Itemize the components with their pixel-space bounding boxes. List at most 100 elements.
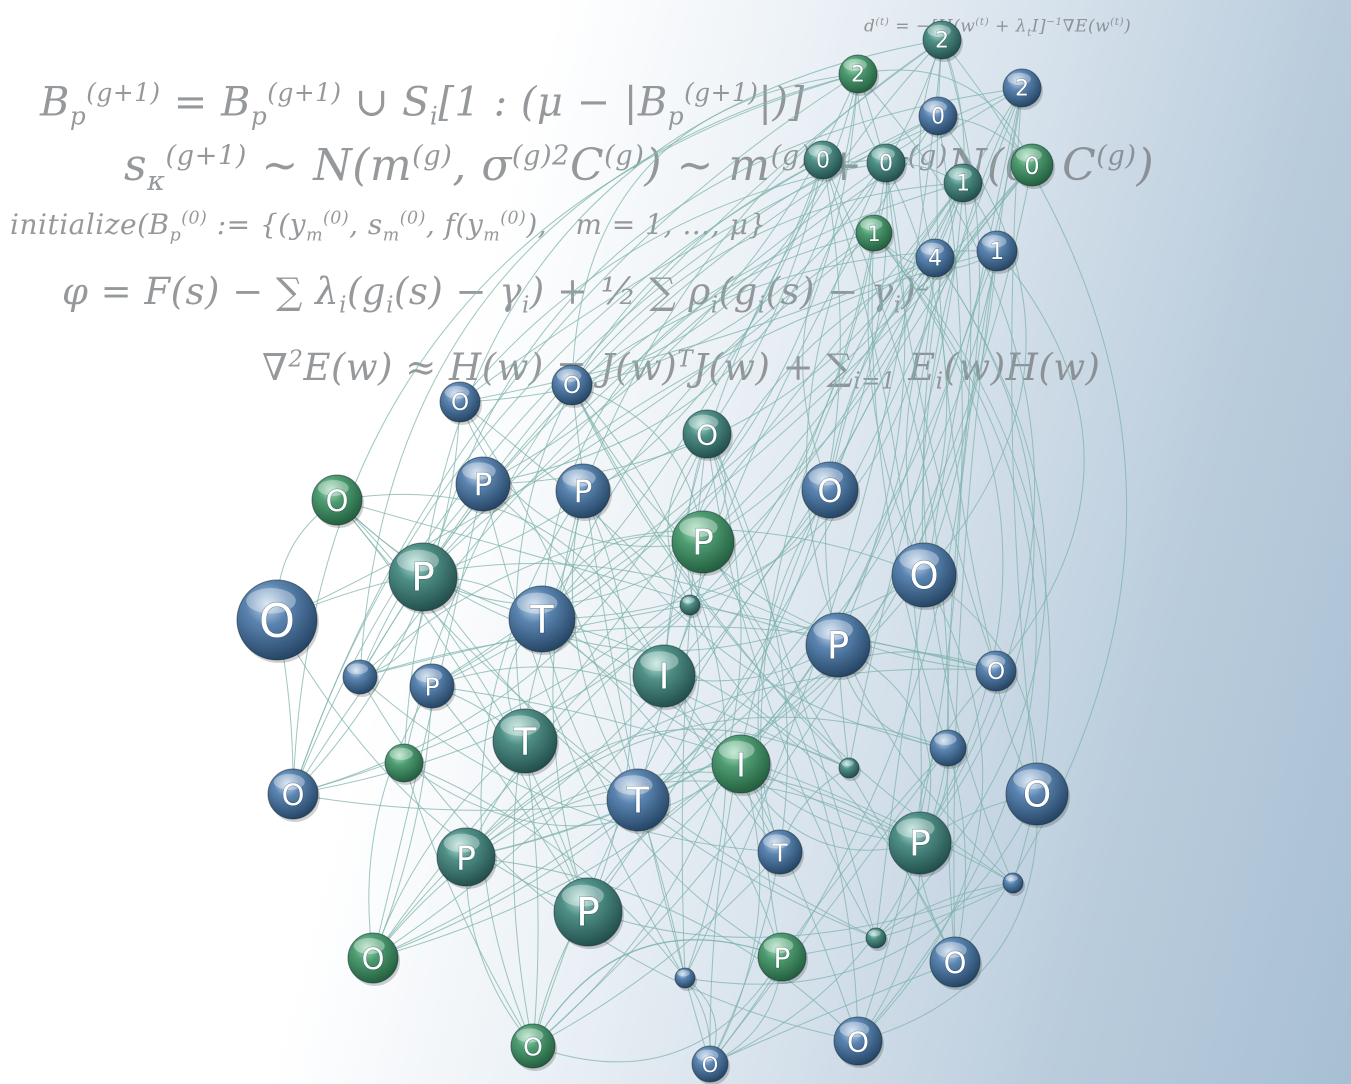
node-label: I [736,746,746,785]
node-label: 2 [1015,77,1029,102]
network-edge [541,232,875,620]
network-edge [465,771,921,858]
network-node: P [555,463,612,521]
network-node [865,927,888,951]
network-edge [663,257,936,677]
network-edge [372,257,936,959]
network-node: O [551,364,594,408]
node-label: O [1023,775,1051,816]
network-node: 1 [855,214,894,254]
node-label: 1 [867,222,880,246]
network-edge [709,961,956,1065]
node-label: O [847,1026,869,1059]
network-node: I [632,644,697,710]
network-edge [532,939,783,1047]
network-edge [541,257,936,620]
network-edge [875,882,1014,939]
network-node: O [267,768,320,822]
network-edge [946,250,998,963]
network-edge [953,87,1023,963]
network-node: O [801,461,860,521]
node-label: P [909,824,931,865]
network-edge [359,73,859,678]
network-edge [667,433,708,606]
network-edges [276,39,1128,1065]
network-edge [875,257,1047,939]
node-label: 0 [1024,152,1039,180]
network-node [1002,872,1025,896]
network-node: 2 [1002,68,1043,110]
node-label: T [771,839,788,868]
network-node: P [553,877,624,949]
network-edge [709,763,761,1065]
network-edge [848,250,998,769]
network-edge [702,182,964,543]
network-edge [372,159,841,959]
network-node: 1 [943,163,984,205]
network-edge [336,499,589,913]
network-edge [857,73,1036,844]
network-edge [702,541,859,1042]
node-label: P [411,556,435,601]
network-node: O [236,579,319,663]
node-label: O [282,778,305,812]
network-edge [947,747,966,963]
network-edge [757,489,831,853]
network-edge [465,716,949,858]
network-edge [431,666,742,765]
network-edge [686,433,850,769]
network-edge [532,851,781,1047]
node-label: I [659,657,670,698]
network-edge [403,762,534,1047]
network-edge [781,882,1014,958]
network-edge [923,39,981,576]
network-edge [276,232,875,621]
node-label: 4 [928,247,942,272]
network-node: P [888,811,953,877]
node-label: O [259,594,295,648]
network-edge [422,39,943,578]
network-node [838,757,861,781]
network-node: O [347,932,400,986]
network-edge [482,483,686,979]
network-edge [709,164,1033,1065]
network-edge [422,159,824,578]
network-edge [292,793,639,811]
network-node: 4 [915,238,956,280]
network-node: 0 [803,140,844,182]
network-edge [867,232,925,576]
network-edge [403,762,686,979]
network-edge [1011,87,1038,795]
network-edge [368,685,433,959]
network-edge [571,384,997,672]
network-edge [582,490,949,749]
network-edge [372,740,526,959]
network-node: T [492,708,559,776]
network-edge [875,87,1023,939]
network-edge [372,668,997,959]
network-edge [292,182,964,795]
network-edge [465,604,691,858]
node-label: P [576,891,600,936]
network-edge [532,763,742,1047]
network-edge [806,162,1014,884]
network-node: O [311,474,364,528]
network-edge [422,576,877,939]
formula-population-update: Bp(g+1) = Bp(g+1) ∪ Si[1 : (μ − |Bp(g+1)… [40,78,805,131]
node-label: P [456,839,476,878]
network-node: 0 [918,96,959,138]
network-node: P [805,612,872,680]
node-label: O [909,555,938,598]
node-label: P [474,467,493,503]
network-edge [532,939,783,1047]
network-node: O [1005,762,1070,828]
network-node: O [975,650,1018,694]
network-node: 2 [922,20,963,62]
network-edge [336,493,665,677]
network-edge [837,644,932,844]
network-node: P [409,663,456,711]
network-edge [276,563,839,646]
network-edge [403,384,573,764]
